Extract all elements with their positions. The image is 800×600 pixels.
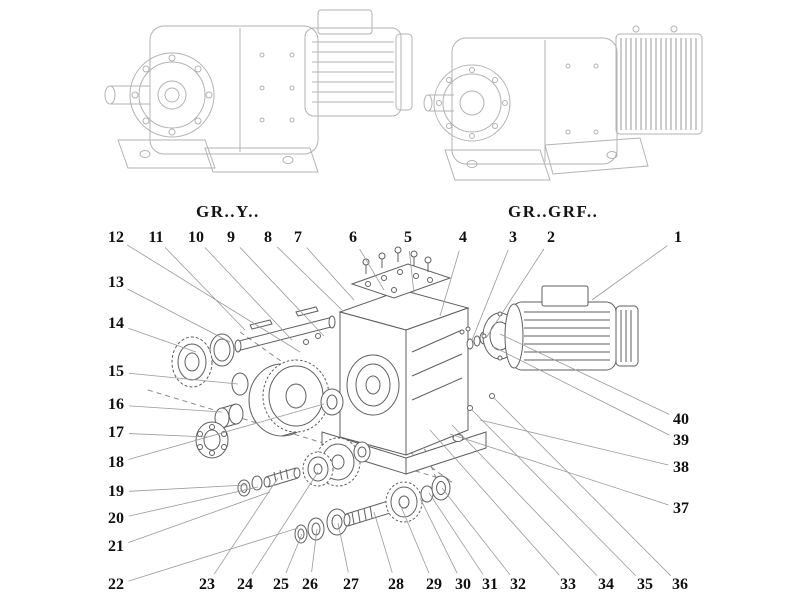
callout-number-21: 21 xyxy=(108,538,124,555)
pinion-shaft-chain xyxy=(237,451,334,497)
leader-line-40 xyxy=(499,333,670,415)
exploded-view-drawing xyxy=(147,246,639,544)
callout-number-23: 23 xyxy=(199,576,215,593)
callout-number-26: 26 xyxy=(302,576,318,593)
callout-number-8: 8 xyxy=(264,229,272,246)
callout-number-15: 15 xyxy=(108,363,124,380)
callout-number-33: 33 xyxy=(560,576,576,593)
leader-line-7 xyxy=(306,247,355,301)
callout-number-40: 40 xyxy=(673,411,689,428)
leader-line-6 xyxy=(359,248,385,291)
leader-line-16 xyxy=(128,405,223,413)
variant-label-right: GR..GRF.. xyxy=(508,202,599,221)
leader-line-25 xyxy=(285,533,303,574)
housing-cover-and-bolts xyxy=(303,246,452,345)
leader-line-28 xyxy=(373,511,393,573)
leader-line-34 xyxy=(451,424,598,576)
leader-line-9 xyxy=(239,247,325,337)
callout-number-25: 25 xyxy=(273,576,289,593)
leader-line-36 xyxy=(493,397,672,577)
callout-number-1: 1 xyxy=(674,229,682,246)
leader-line-2 xyxy=(485,248,545,339)
leader-line-32 xyxy=(441,487,511,576)
gear-housing xyxy=(321,289,487,475)
callout-number-4: 4 xyxy=(459,229,467,246)
callout-number-14: 14 xyxy=(108,315,124,332)
callout-number-29: 29 xyxy=(426,576,442,593)
callout-number-31: 31 xyxy=(482,576,498,593)
callout-leader-lines xyxy=(126,244,672,582)
callout-number-17: 17 xyxy=(108,424,124,441)
electric-motor xyxy=(504,285,639,371)
input-side-rings xyxy=(171,333,249,459)
leader-line-22 xyxy=(128,527,299,582)
leader-line-3 xyxy=(471,249,509,341)
leader-line-8 xyxy=(277,246,343,311)
leader-line-15 xyxy=(128,372,239,385)
callout-number-18: 18 xyxy=(108,454,124,471)
leader-line-31 xyxy=(428,492,484,575)
callout-number-3: 3 xyxy=(509,229,517,246)
callout-number-16: 16 xyxy=(108,396,124,413)
leader-line-18 xyxy=(128,403,325,460)
callout-number-10: 10 xyxy=(188,229,204,246)
leader-line-21 xyxy=(128,491,271,544)
leader-line-29 xyxy=(399,503,430,574)
callout-number-27: 27 xyxy=(343,576,359,593)
callout-number-35: 35 xyxy=(637,576,653,593)
callout-number-39: 39 xyxy=(673,432,689,449)
leader-line-35 xyxy=(471,409,637,577)
callout-number-11: 11 xyxy=(148,229,164,246)
leader-line-13 xyxy=(127,288,231,343)
fan-cover-fins xyxy=(615,33,703,135)
leader-line-17 xyxy=(128,433,208,438)
callout-number-24: 24 xyxy=(237,576,253,593)
callout-number-5: 5 xyxy=(404,229,412,246)
callout-number-30: 30 xyxy=(455,576,471,593)
leader-line-4 xyxy=(439,250,460,317)
callout-number-13: 13 xyxy=(108,274,124,291)
input-shaft xyxy=(234,306,336,353)
leader-line-10 xyxy=(204,247,293,341)
leader-line-37 xyxy=(449,433,669,506)
leader-line-1 xyxy=(591,245,668,301)
leader-line-33 xyxy=(429,429,560,576)
variant-label-left: GR..Y.. xyxy=(196,202,260,221)
gearmotor-assembled-right-drawing xyxy=(423,25,703,181)
callout-number-22: 22 xyxy=(108,576,124,593)
callout-number-2: 2 xyxy=(547,229,555,246)
leader-line-12 xyxy=(126,244,301,353)
leader-line-38 xyxy=(479,419,669,466)
callout-number-38: 38 xyxy=(673,459,689,476)
callout-number-28: 28 xyxy=(388,576,404,593)
leader-line-20 xyxy=(128,486,259,517)
leader-line-19 xyxy=(128,484,247,492)
leader-line-11 xyxy=(164,247,246,331)
gearmotor-assembled-left-drawing xyxy=(104,9,413,173)
callout-number-12: 12 xyxy=(108,229,124,246)
leader-line-27 xyxy=(337,522,349,573)
leader-line-24 xyxy=(251,471,319,575)
leader-line-26 xyxy=(311,528,318,573)
callout-number-7: 7 xyxy=(294,229,302,246)
callout-number-9: 9 xyxy=(227,229,235,246)
large-helical-gear xyxy=(248,359,330,437)
callout-number-19: 19 xyxy=(108,483,124,500)
output-shaft-assembly xyxy=(294,475,451,544)
leader-line-14 xyxy=(128,327,197,353)
callout-number-6: 6 xyxy=(349,229,357,246)
leader-line-39 xyxy=(491,345,670,436)
callout-number-34: 34 xyxy=(598,576,614,593)
callout-number-37: 37 xyxy=(673,500,689,517)
callout-number-36: 36 xyxy=(672,576,688,593)
leader-line-5 xyxy=(408,250,415,295)
leader-line-23 xyxy=(213,477,279,575)
callout-number-20: 20 xyxy=(108,510,124,527)
callout-number-32: 32 xyxy=(510,576,526,593)
leader-line-30 xyxy=(419,497,458,574)
